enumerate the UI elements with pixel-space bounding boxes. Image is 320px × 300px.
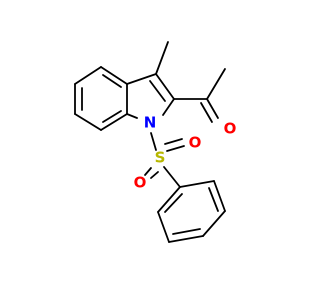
bond (150, 171, 159, 179)
bond-group (74, 41, 226, 243)
bond (164, 138, 183, 145)
molecule-diagram: N O S O O (74, 41, 237, 243)
bond (100, 66, 128, 85)
bond (163, 166, 181, 188)
bond (172, 228, 201, 235)
atom-label-sulfur: S (155, 149, 166, 167)
bond (126, 73, 157, 85)
bond (168, 235, 204, 243)
bond (164, 193, 183, 213)
bond (155, 41, 169, 75)
bond (200, 102, 213, 123)
atom-label-oxygen: O (189, 134, 202, 152)
bond (208, 187, 219, 212)
bond (74, 113, 102, 131)
bond (155, 73, 175, 100)
atom-label-nitrogen: N (144, 114, 157, 132)
bond (149, 80, 166, 102)
bond (74, 66, 102, 85)
bond (144, 167, 152, 176)
structure-svg: N O S O O (74, 41, 237, 243)
bond (213, 180, 226, 212)
bond (157, 186, 181, 213)
bond (150, 132, 157, 151)
bond (126, 113, 138, 119)
bond (202, 210, 226, 237)
bond (162, 98, 175, 116)
bond (102, 74, 122, 88)
bond (166, 145, 185, 152)
bond (206, 98, 219, 119)
atom-label-oxygen: O (134, 174, 147, 192)
bond (179, 180, 215, 188)
bond (157, 211, 170, 243)
bond (102, 110, 122, 123)
bond (206, 68, 226, 100)
atom-label-oxygen: O (224, 120, 237, 138)
atom-labels: N O S O O (134, 114, 237, 192)
bond (100, 113, 128, 131)
